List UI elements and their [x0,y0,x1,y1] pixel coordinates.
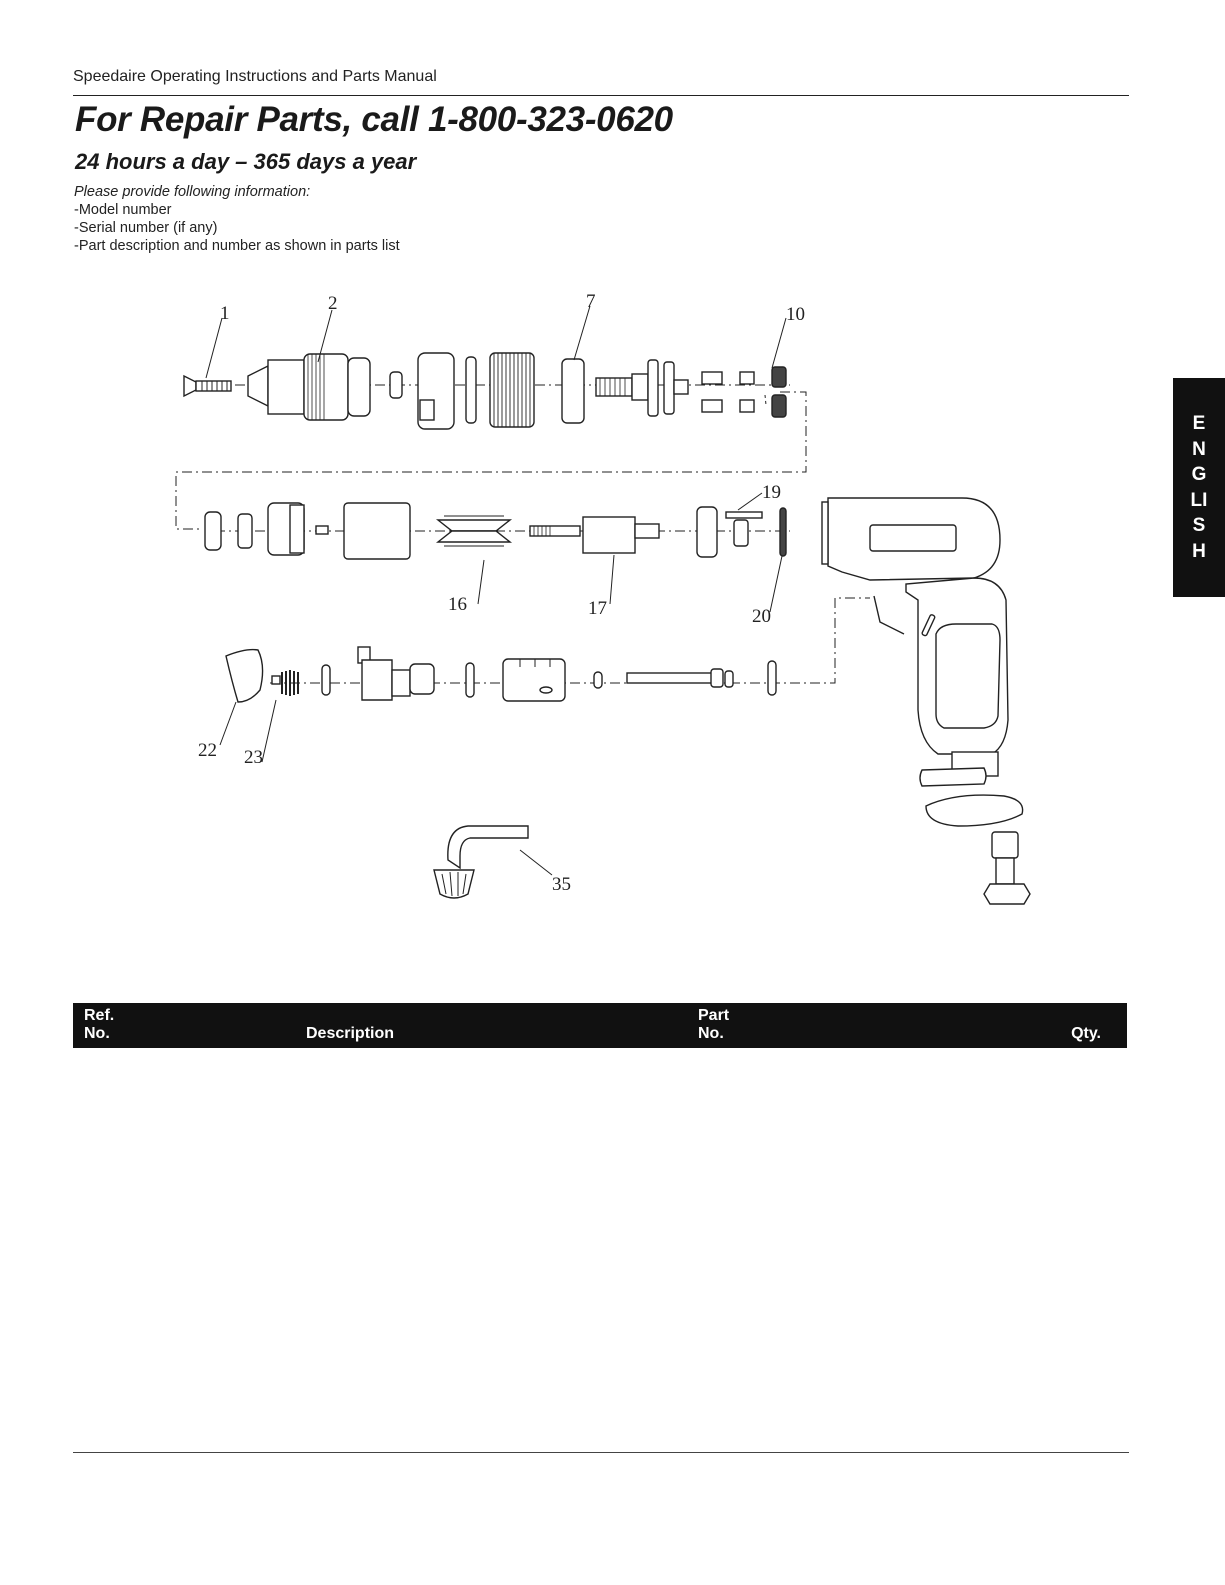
column-qty: Qty. [1071,1025,1101,1042]
info-item-part: -Part description and number as shown in… [74,238,400,254]
part-rotor [529,516,660,554]
part-bearing-plate [267,502,305,556]
callout-17: 17 [588,598,607,619]
service-hours: 24 hours a day – 365 days a year [75,149,417,174]
part-valve-body [357,646,435,701]
part-o-ring-4 [767,660,777,696]
part-washer-1 [389,371,403,399]
part-valve-stem [626,668,734,688]
part-pin-1 [701,371,723,385]
part-o-ring-2 [465,662,475,698]
part-pin-19 [725,511,763,519]
part-spring [271,670,299,696]
part-clip [919,767,987,787]
part-valve-bushing [502,658,566,702]
column-description: Description [306,1025,395,1042]
callout-23: 23 [244,747,263,768]
callout-35: 35 [552,874,571,895]
part-bearing-2 [204,511,222,551]
column-ref-no: Ref. No. [84,1007,115,1042]
part-cylinder [343,502,411,560]
running-head: Speedaire Operating Instructions and Par… [73,68,437,85]
language-tab: ENGLISH [1173,378,1225,597]
part-gasket-20 [779,507,787,557]
part-o-ring-1 [321,664,331,696]
callout-2: 2 [328,293,338,314]
info-item-model: -Model number [74,202,172,218]
part-needle-bearing-2 [739,399,755,413]
part-screw [183,374,232,398]
part-needle-bearing-1 [739,371,755,385]
callout-19: 19 [762,482,781,503]
column-part-no: Part No. [698,1007,730,1042]
info-item-serial: -Serial number (if any) [74,220,218,236]
part-washer-2 [237,513,253,549]
part-chuck-key [433,825,529,899]
part-chuck [247,353,371,421]
part-trigger [225,648,264,703]
part-housing [821,497,1009,755]
header-rule [73,95,1129,96]
repair-phone-title: For Repair Parts, call 1-800-323-0620 [75,100,673,139]
part-threaded-housing [489,352,535,428]
part-rotor-blades [435,515,513,547]
parts-table-header: Ref. No. Description Part No. Qty. [73,1003,1127,1048]
part-exhaust-cover [925,794,1024,827]
exploded-parts-diagram: 1 2 7 10 19 16 17 20 22 23 35 [175,291,1031,905]
part-ring-1 [465,356,477,424]
part-washer-3 [733,519,749,547]
part-spindle [595,359,689,417]
part-bearing-1 [561,358,585,424]
info-list: Please provide following information: -M… [74,183,400,255]
callout-1: 1 [220,303,230,324]
callout-16: 16 [448,594,467,615]
language-tab-label: ENGLISH [1190,413,1208,562]
part-collar [417,352,455,430]
part-pin-2 [701,399,723,413]
part-o-ring-3 [593,671,603,689]
part-air-inlet [983,831,1031,905]
part-small-pin [315,525,329,535]
footer-rule [73,1452,1129,1453]
info-lead: Please provide following information: [74,184,311,200]
part-gear-1 [771,366,787,388]
diagram-callouts: 1 2 7 10 19 16 17 20 22 23 35 [198,291,805,895]
part-gear-2 [771,394,787,418]
callout-22: 22 [198,740,217,761]
part-bearing-3 [696,506,718,558]
callout-7: 7 [586,291,596,312]
callout-10: 10 [786,304,805,325]
callout-20: 20 [752,606,771,627]
